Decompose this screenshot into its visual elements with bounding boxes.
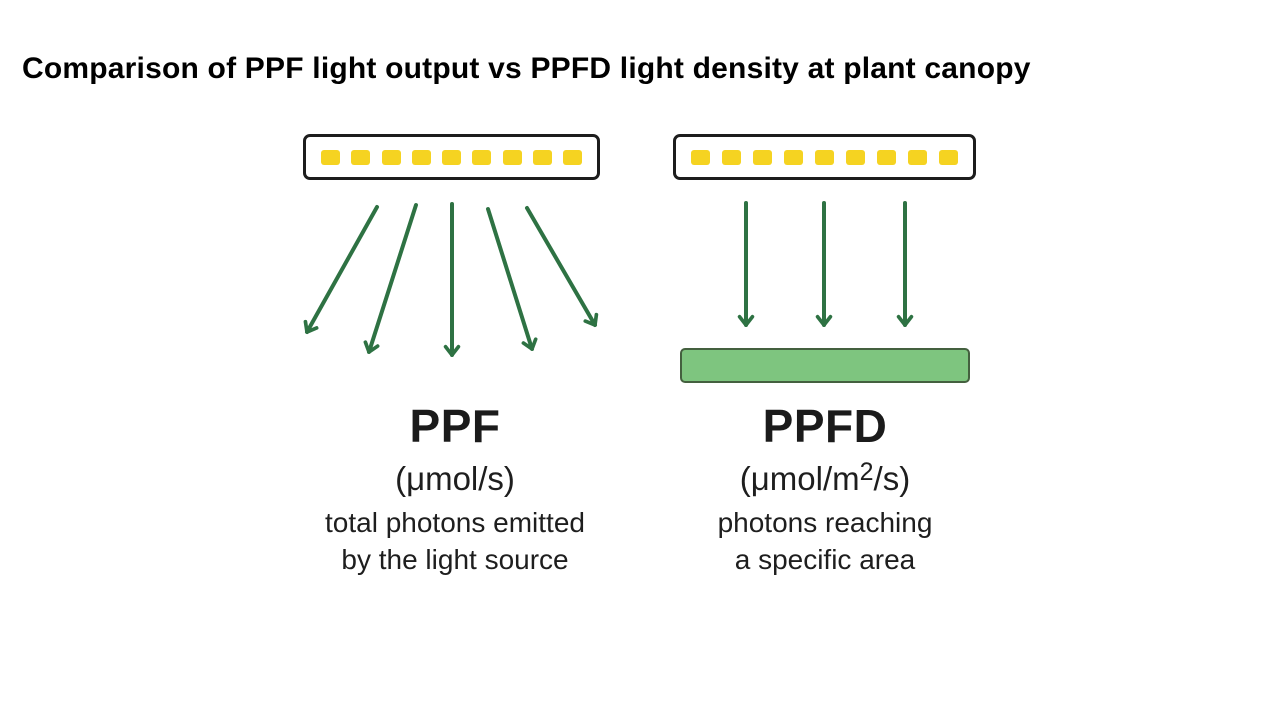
led-chip-icon [442, 149, 461, 165]
led-chip-icon [722, 149, 741, 165]
ppfd-light-fixture [673, 134, 976, 180]
down-arrow-icon [303, 205, 379, 334]
ppfd-description-line2: a specific area [734, 544, 916, 575]
led-chip-icon [351, 149, 371, 165]
down-arrow-icon [363, 203, 418, 354]
page-title: Comparison of PPF light output vs PPFD l… [22, 52, 1031, 85]
led-chip-icon [381, 149, 401, 165]
ppfd-light-arrows [737, 201, 914, 327]
led-chip-icon [939, 149, 958, 165]
led-chip-icon [321, 149, 340, 165]
ppfd-unit: (μmol/m2/s) [739, 458, 911, 498]
led-chip-icon [563, 149, 582, 165]
led-chip-icon [502, 149, 522, 165]
plant-canopy-surface [680, 348, 970, 383]
led-chip-icon [784, 149, 803, 165]
ppf-light-spread-arrows [303, 202, 599, 357]
down-arrow-icon [486, 207, 538, 351]
led-chip-icon [472, 149, 492, 165]
led-chip-icon [691, 149, 710, 165]
led-chip-icon [908, 149, 927, 165]
ppfd-acronym: PPFD [762, 400, 888, 452]
led-chip-icon [877, 149, 896, 165]
led-chip-icon [846, 149, 865, 165]
ppfd-label-block: PPFD (μmol/m2/s) photons reaching a spec… [650, 398, 1000, 578]
led-chip-icon [532, 149, 552, 165]
ppf-light-fixture [303, 134, 600, 180]
led-chip-icon [753, 149, 772, 165]
ppf-description-line2: by the light source [341, 544, 569, 575]
ppfd-description-line1: photons reaching [717, 507, 933, 538]
ppf-description-line1: total photons emitted [325, 507, 585, 538]
ppf-acronym: PPF [409, 400, 501, 452]
down-arrow-icon [525, 206, 599, 327]
superscript-two: 2 [859, 458, 874, 486]
led-chip-icon [411, 149, 431, 165]
led-chip-icon [815, 149, 834, 165]
ppf-unit: (μmol/s) [395, 460, 515, 497]
ppf-label-block: PPF (μmol/s) total photons emitted by th… [280, 398, 630, 578]
